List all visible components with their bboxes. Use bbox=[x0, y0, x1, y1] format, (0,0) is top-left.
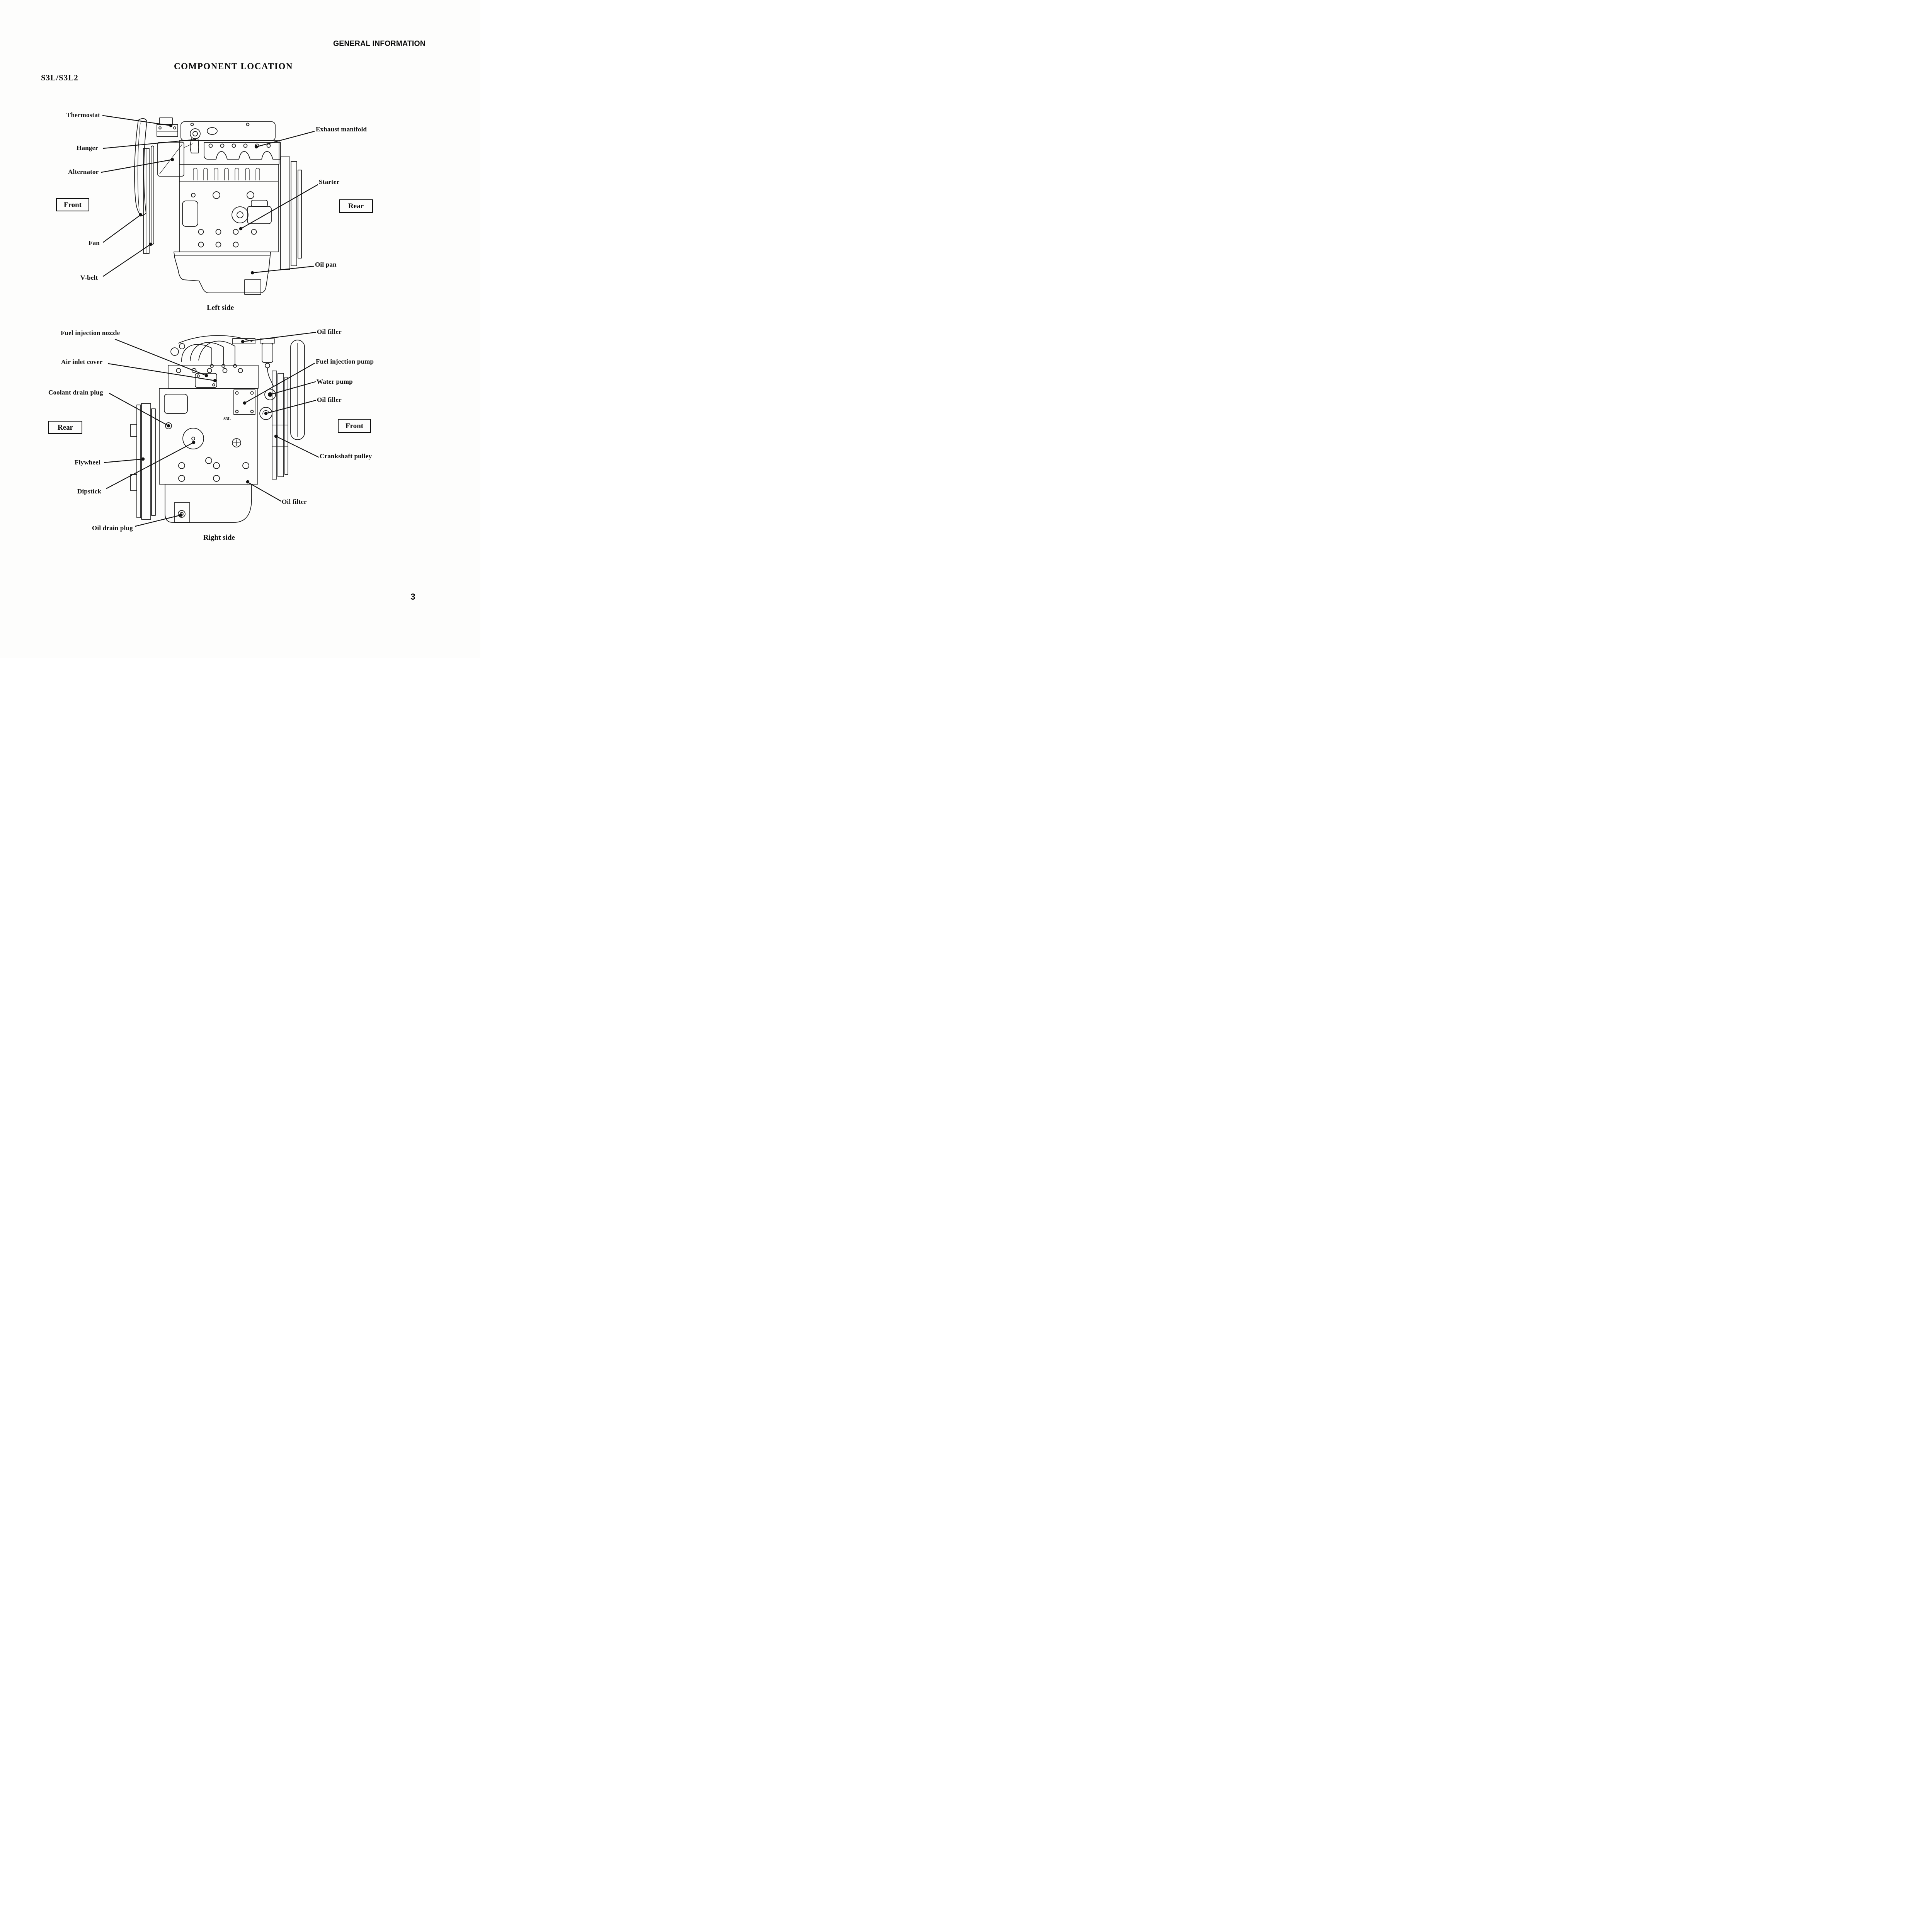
diagram-artwork: S3L bbox=[100, 115, 319, 527]
doc-header: GENERAL INFORMATION bbox=[333, 39, 426, 48]
callout-alternator: Alternator bbox=[68, 168, 99, 175]
cylinder-head-2 bbox=[168, 365, 259, 389]
left-side-engine-drawing bbox=[134, 117, 302, 295]
hanger-drawing bbox=[190, 128, 201, 153]
callout-fuel-injection-pump: Fuel injection pump bbox=[316, 358, 374, 365]
page-number: 3 bbox=[410, 592, 415, 602]
orientation-box-rear-right-view: Rear bbox=[48, 421, 82, 434]
callout-dipstick: Dipstick bbox=[77, 488, 102, 495]
callout-leader-lines bbox=[100, 115, 319, 527]
fan-disc-drawing bbox=[290, 340, 305, 440]
fuel-injection-pump-drawing bbox=[233, 389, 255, 415]
diagram-caption-right-side: Right side bbox=[203, 534, 235, 542]
engine-block-drawing-2 bbox=[159, 388, 258, 485]
callout-dots bbox=[139, 124, 278, 517]
callout-coolant-drain-plug: Coolant drain plug bbox=[48, 389, 103, 396]
diagram-caption-left-side: Left side bbox=[207, 304, 234, 312]
alternator-drawing bbox=[157, 142, 193, 177]
callout-thermostat: Thermostat bbox=[66, 111, 100, 119]
flywheel-housing-drawing bbox=[280, 156, 302, 270]
right-side-engine-drawing: S3L bbox=[130, 335, 305, 523]
callout-oil-drain-plug: Oil drain plug bbox=[92, 524, 133, 532]
callout-oil-filler-side: Oil filler bbox=[317, 396, 342, 403]
callout-hanger: Hanger bbox=[77, 144, 98, 151]
engine-block-text: S3L bbox=[223, 417, 231, 421]
orientation-box-front-left-view: Front bbox=[56, 198, 89, 211]
callout-air-inlet-cover: Air inlet cover bbox=[61, 358, 103, 366]
engine-model: S3L/S3L2 bbox=[41, 73, 78, 82]
starter-drawing bbox=[232, 200, 272, 224]
callout-flywheel: Flywheel bbox=[75, 459, 100, 466]
callout-water-pump: Water pump bbox=[317, 378, 353, 385]
air-inlet-cover-drawing bbox=[195, 373, 217, 388]
v-belt-drawing bbox=[151, 145, 154, 245]
crankshaft-pulley-drawing bbox=[272, 371, 288, 480]
callout-oil-pan: Oil pan bbox=[315, 261, 337, 268]
orientation-box-rear-left-view: Rear bbox=[339, 199, 373, 213]
manual-page: S3L bbox=[0, 0, 480, 658]
callout-fan: Fan bbox=[89, 239, 100, 247]
oil-filler-top-drawing bbox=[232, 338, 255, 344]
callout-crankshaft-pulley: Crankshaft pulley bbox=[320, 452, 372, 460]
oil-pan-drawing-2 bbox=[165, 484, 252, 523]
callout-oil-filter: Oil filter bbox=[282, 498, 307, 505]
callout-exhaust-manifold: Exhaust manifold bbox=[316, 126, 367, 133]
oil-pan-drawing bbox=[174, 252, 271, 295]
callout-starter: Starter bbox=[319, 178, 340, 185]
fuel-filter-drawing bbox=[260, 338, 275, 386]
cylinder-head bbox=[179, 140, 279, 165]
callout-v-belt: V-belt bbox=[80, 274, 98, 281]
orientation-box-front-right-view: Front bbox=[338, 419, 371, 433]
callout-fuel-injection-nozzle: Fuel injection nozzle bbox=[61, 329, 120, 337]
page-title: COMPONENT LOCATION bbox=[174, 61, 293, 71]
exhaust-manifold-drawing bbox=[204, 142, 281, 160]
fan-drawing bbox=[134, 118, 147, 216]
flywheel-drawing bbox=[130, 403, 156, 520]
thermostat-drawing bbox=[157, 117, 178, 137]
engine-block-drawing bbox=[179, 164, 279, 252]
callout-oil-filler-top: Oil filler bbox=[317, 328, 342, 335]
fuel-injection-pipes-drawing bbox=[170, 335, 252, 368]
